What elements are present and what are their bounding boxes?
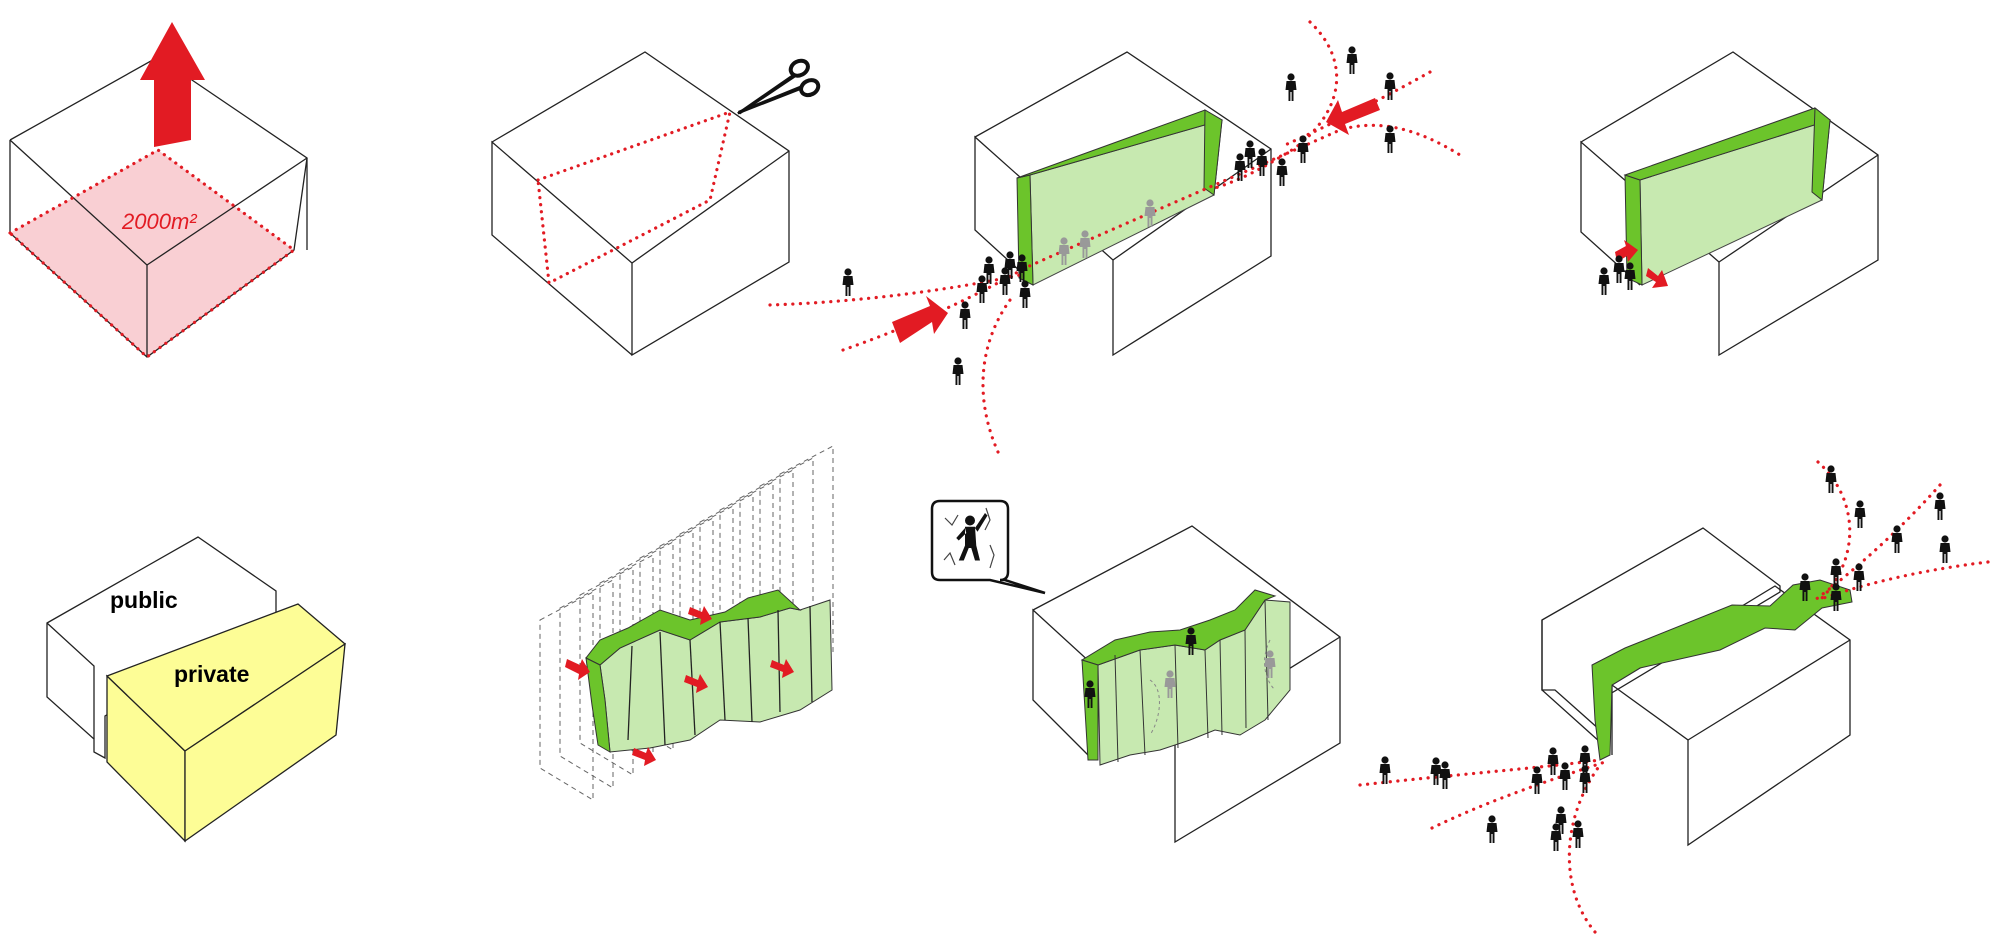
flow-path <box>1213 20 1339 190</box>
arrow-icon <box>1326 98 1380 135</box>
flow-path <box>1567 763 1602 934</box>
fold-lines <box>627 605 813 746</box>
arrow-icon <box>688 606 712 625</box>
arrow-icon <box>892 296 948 343</box>
folded-green-plane <box>1097 599 1291 766</box>
folded-green-side <box>1081 659 1099 761</box>
public-volume <box>46 536 277 760</box>
public-label: public <box>110 587 178 613</box>
folded-green-top <box>585 589 802 666</box>
panel-green-corridor <box>768 20 1462 454</box>
flow-path <box>1816 560 1990 602</box>
speech-bubble-icon <box>930 499 1046 595</box>
panel-site-area: 2000m² <box>7 22 308 360</box>
panel-corridor-entry <box>1580 51 1879 357</box>
arrow-icon <box>684 674 708 693</box>
arrow-icon <box>770 659 794 678</box>
flow-path <box>1430 760 1607 830</box>
cut-plane-outline <box>536 109 733 286</box>
scissors-icon <box>736 58 821 115</box>
panel-green-route <box>1358 460 1990 934</box>
panel-cut <box>491 51 821 357</box>
arrow-icon <box>632 747 656 766</box>
green-corridor-end <box>1203 109 1223 196</box>
flow-path <box>1816 460 1852 602</box>
fold-lines <box>1114 599 1269 763</box>
arrow-icon <box>565 659 590 680</box>
flow-path <box>1813 483 1942 602</box>
folded-green-top <box>1080 589 1277 666</box>
up-arrow-icon <box>140 22 205 147</box>
private-label: private <box>174 661 249 687</box>
panel-folded-planes <box>539 445 834 801</box>
green-route <box>1591 579 1853 761</box>
area-label: 2000m² <box>121 209 197 234</box>
private-volume-front <box>184 642 346 843</box>
site-area-outline <box>7 148 297 360</box>
green-corridor-end <box>1811 106 1831 201</box>
flow-path <box>981 298 1012 454</box>
arrow-icon <box>1646 268 1668 288</box>
site-area-plane <box>10 150 294 357</box>
panel-public-private: public private <box>46 536 347 843</box>
folded-green-side <box>585 657 611 753</box>
panel-climbing-wall <box>930 499 1341 844</box>
